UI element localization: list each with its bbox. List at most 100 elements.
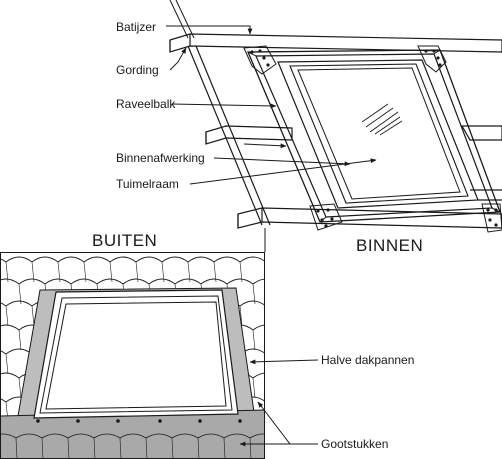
roof-tile-edge xyxy=(252,329,256,351)
leader-gording xyxy=(169,47,187,71)
raveelbalk-right xyxy=(460,125,502,141)
label-batijzer: Batijzer xyxy=(116,20,156,34)
gutter-edge xyxy=(276,438,277,459)
mounting-bracket-top-right xyxy=(417,45,447,73)
roof-tile xyxy=(0,301,7,307)
exterior-view xyxy=(0,252,307,459)
gutter-wave xyxy=(15,433,43,439)
roof-tiles xyxy=(0,252,307,459)
roof-tile xyxy=(279,279,305,284)
batijzer-strap xyxy=(169,0,195,39)
roof-tile-edge xyxy=(5,353,9,375)
roof-tile-edge xyxy=(305,330,307,350)
exterior-window-glass xyxy=(45,301,227,410)
gutter-wave xyxy=(276,434,302,438)
binnenafwerking-frame xyxy=(247,49,501,223)
roof-tile xyxy=(174,278,202,285)
roof-tile xyxy=(161,256,189,263)
roof-tile xyxy=(239,256,265,263)
roof-tile xyxy=(0,324,20,331)
gutter-wave xyxy=(223,433,251,439)
gording-beam xyxy=(169,33,502,53)
leader-raveelbalk xyxy=(171,103,277,109)
roof-tile xyxy=(239,300,265,307)
gutter-edge xyxy=(302,438,303,459)
roof-tile xyxy=(5,300,33,307)
gutter-edge xyxy=(41,437,44,459)
roof-tile xyxy=(200,278,228,285)
label-gording: Gording xyxy=(116,63,159,77)
gutter-edge xyxy=(223,437,226,459)
gutter-edge xyxy=(67,437,70,459)
gutter-wave xyxy=(171,433,199,439)
label-binnenafwerking: Binnenafwerking xyxy=(116,151,205,165)
roof-tile xyxy=(44,278,72,285)
gutter-wave xyxy=(41,433,69,439)
gutter-edge xyxy=(145,437,148,459)
gutter-edge xyxy=(15,437,18,459)
roof-tile xyxy=(252,324,265,331)
gutter-wave xyxy=(0,433,17,439)
roof-tile-edge xyxy=(305,284,307,304)
rafter-left xyxy=(187,45,271,226)
roof-tile-edge xyxy=(31,305,35,327)
gutter-wave xyxy=(249,433,265,439)
roof-tile xyxy=(18,278,46,285)
gutter-edge xyxy=(249,437,252,459)
gutter-edge xyxy=(119,437,122,459)
gutter-edge xyxy=(171,437,174,459)
roof-tile xyxy=(266,397,292,402)
interior-view xyxy=(169,0,502,252)
label-buiten: BUITEN xyxy=(92,231,157,250)
leader-lines xyxy=(166,25,377,447)
roof-tile xyxy=(226,278,254,285)
roof-tile xyxy=(31,256,59,263)
roof-tile-edge xyxy=(305,378,307,398)
roof-tile xyxy=(109,256,137,263)
leader-tuimelraam-a xyxy=(189,158,377,185)
roof-tile xyxy=(148,278,176,285)
roof-tile xyxy=(0,372,20,379)
roof-tile xyxy=(83,256,111,263)
label-binnen: BINNEN xyxy=(356,236,423,255)
roof-tile xyxy=(266,349,292,354)
mounting-bracket-top-left xyxy=(243,45,277,75)
leader-halve-dakpannen xyxy=(249,359,319,365)
screw-dot xyxy=(158,419,162,423)
roof-tile-edge xyxy=(239,305,243,327)
screw-dot xyxy=(76,419,80,423)
roof-tile xyxy=(266,301,292,306)
roof-tile-edge xyxy=(5,305,9,327)
beam-lower-right xyxy=(470,189,502,201)
leader-gootstukken-a xyxy=(257,401,318,445)
gutter-wave xyxy=(67,433,95,439)
glass-reflection xyxy=(361,103,403,136)
gutter-wave xyxy=(197,433,225,439)
roof-tile xyxy=(122,278,150,285)
roof-tile-edge xyxy=(292,306,294,326)
roof-tile-edge xyxy=(292,262,294,282)
roof-tile-edge xyxy=(266,262,268,282)
label-tuimelraam: Tuimelraam xyxy=(116,177,179,191)
roof-tile xyxy=(96,278,124,285)
roof-tile xyxy=(252,278,265,285)
gutter-edge xyxy=(93,437,96,459)
roof-tile xyxy=(135,256,163,263)
roof-tile xyxy=(279,325,305,330)
roof-tile xyxy=(279,373,305,378)
gutter-waves xyxy=(0,433,303,459)
roof-tile xyxy=(0,278,20,285)
roof-tile xyxy=(57,256,85,263)
roof-tile-edge xyxy=(18,377,22,399)
roof-tile xyxy=(213,256,241,263)
leader-batijzer xyxy=(166,25,253,35)
screw-dot xyxy=(36,419,40,423)
roof-tile-edge xyxy=(292,402,294,422)
roof-tile xyxy=(266,257,292,262)
roof-tile-edge xyxy=(292,354,294,374)
roof-tile xyxy=(252,372,265,379)
roof-tile-edge xyxy=(266,306,268,326)
roof-tile-edge xyxy=(18,329,22,351)
